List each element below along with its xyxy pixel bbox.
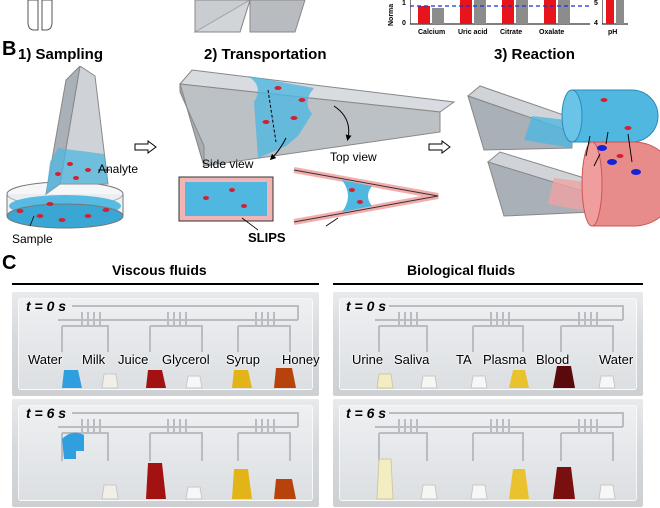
well-blood-t6 <box>553 467 575 499</box>
well-ta-t6 <box>470 484 488 500</box>
ph-tick-4: 4 <box>594 20 598 27</box>
top-view-diagram <box>293 167 439 227</box>
device-channels-biological-t6 <box>375 412 624 500</box>
well-honey-t6 <box>274 479 296 499</box>
well-plasma-t6 <box>509 469 529 499</box>
chart-xtick-oxalate: Oxalate <box>539 29 565 36</box>
fluid-label-glycerol: Glycerol <box>162 352 210 367</box>
well-syrup-t6 <box>232 469 252 499</box>
bar-citrate-red <box>502 0 514 24</box>
step-sampling-title: 1) Sampling <box>18 46 104 63</box>
side-view-diagram <box>178 176 274 222</box>
fluid-label-blood: Blood <box>536 352 570 367</box>
well-urine-t6 <box>376 458 394 500</box>
fluid-label-saliva: Saliva <box>394 352 430 367</box>
well-syrup <box>232 370 252 388</box>
bar-oxalate-gray <box>558 0 570 24</box>
well-water <box>62 370 82 388</box>
well-plasma <box>509 370 529 388</box>
bar-uric-gray <box>474 0 486 24</box>
panel-c-letter: C <box>2 252 17 274</box>
chart-xtick-citrate: Citrate <box>500 29 523 36</box>
transportation-illustration <box>179 69 456 167</box>
fluid-label-water-bio: Water <box>599 352 634 367</box>
chart-tick-0: 0 <box>402 20 406 27</box>
time-label-biological-t6: t = 6 s <box>346 405 387 421</box>
fluid-label-water: Water <box>28 352 63 367</box>
well-juice-t6 <box>146 463 166 499</box>
chart-xtick-calcium: Calcium <box>418 29 446 36</box>
well-saliva-t6 <box>420 484 438 500</box>
fluid-label-juice: Juice <box>118 352 149 367</box>
slips-pointer <box>241 217 259 231</box>
top-strip: Norma 1 0 Calcium Uric acid Citrate Oxal… <box>0 0 660 40</box>
top-view-label: Top view <box>330 150 377 164</box>
sample-label: Sample <box>12 232 53 246</box>
fluid-label-urine: Urine <box>352 352 384 367</box>
group-rule-biological <box>333 283 643 285</box>
fluid-label-honey: Honey <box>282 352 320 367</box>
partial-ph-chart: 5 4 pH <box>594 0 634 40</box>
well-urine <box>376 373 394 389</box>
group-title-biological: Biological fluids <box>407 262 516 278</box>
device-channels-viscous-t6 <box>58 412 299 500</box>
bar-oxalate-red <box>544 0 556 24</box>
group-rule-viscous <box>12 283 319 285</box>
flow-arrow-2 <box>428 140 451 154</box>
well-glycerol-t6 <box>185 486 203 500</box>
panel-b-letter: B <box>2 38 17 60</box>
device-channels-biological-t0 <box>375 305 624 389</box>
fluid-label-plasma: Plasma <box>483 352 527 367</box>
well-glycerol <box>185 375 203 389</box>
ph-xlabel: pH <box>608 29 618 36</box>
photo-biological-t0 <box>333 292 643 396</box>
fluid-label-ta: TA <box>456 352 472 367</box>
chart-plot <box>410 0 590 25</box>
chart-ylabel: Norma <box>388 3 395 26</box>
fluid-label-milk: Milk <box>82 352 106 367</box>
well-water-t6 <box>62 432 84 459</box>
well-honey <box>274 368 296 388</box>
sampling-illustration <box>6 66 124 229</box>
ph-tick-5: 5 <box>594 0 598 7</box>
bar-uric-red <box>460 0 472 24</box>
step-reaction-title: 3) Reaction <box>494 46 575 63</box>
well-milk <box>101 373 119 389</box>
chart-tick-1: 1 <box>402 0 406 7</box>
bar-calcium-red <box>418 6 430 24</box>
device-channels-viscous-t0 <box>58 305 299 389</box>
well-juice <box>146 370 166 388</box>
bar-calcium-gray <box>432 8 444 24</box>
side-view-label: Side view <box>202 157 254 171</box>
flow-arrow-1 <box>134 140 157 154</box>
well-milk-t6 <box>101 484 119 500</box>
ph-plot <box>602 0 628 25</box>
time-label-viscous-t0: t = 0 s <box>26 298 67 314</box>
partial-bar-chart: Norma 1 0 Calcium Uric acid Citrate Oxal… <box>388 0 594 40</box>
slips-label: SLIPS <box>248 230 286 245</box>
group-title-viscous: Viscous fluids <box>112 262 207 278</box>
time-label-viscous-t6: t = 6 s <box>26 405 67 421</box>
well-blood <box>553 366 575 388</box>
well-ta <box>470 375 488 389</box>
human-figure-legs <box>27 0 53 31</box>
fluid-label-syrup: Syrup <box>226 352 260 367</box>
chart-xtick-uric: Uric acid <box>458 29 488 36</box>
analyte-label: Analyte <box>98 162 139 176</box>
bar-citrate-gray <box>516 0 528 24</box>
step-transportation-title: 2) Transportation <box>204 46 327 63</box>
prism-devices <box>193 0 306 33</box>
reaction-illustration <box>466 85 660 227</box>
well-saliva <box>420 375 438 389</box>
well-water-bio <box>598 375 616 389</box>
time-label-biological-t0: t = 0 s <box>346 298 387 314</box>
well-water-bio-t6 <box>598 484 616 500</box>
